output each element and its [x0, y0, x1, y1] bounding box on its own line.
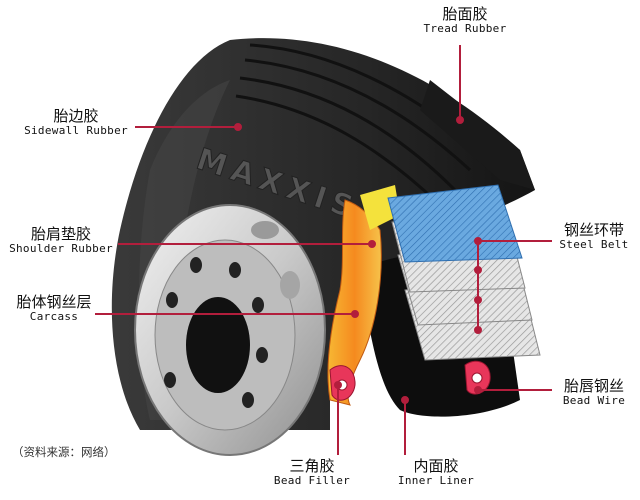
label-inner-liner-zh: 内面胶 [413, 457, 459, 475]
cross-section [327, 184, 541, 417]
label-steel-belt: 钢丝环带 Steel Belt [552, 221, 636, 252]
label-bead-wire-zh: 胎唇钢丝 [563, 377, 624, 395]
tread-blocks [420, 80, 535, 190]
shoulder-pad [360, 185, 400, 230]
label-bead-filler-en: Bead Filler [273, 474, 351, 488]
label-shoulder: 胎肩垫胶 Shoulder Rubber [2, 225, 120, 256]
label-tread-zh: 胎面胶 [442, 5, 488, 23]
label-sidewall-zh: 胎边胶 [53, 107, 99, 125]
label-steel-belt-en: Steel Belt [559, 238, 629, 252]
label-shoulder-en: Shoulder Rubber [9, 242, 113, 256]
label-carcass: 胎体钢丝层 Carcass [4, 293, 104, 324]
leader-lines [95, 45, 552, 455]
label-steel-belt-zh: 钢丝环带 [563, 221, 624, 239]
lug-holes [164, 257, 268, 408]
label-inner-liner: 内面胶 Inner Liner [386, 457, 486, 488]
wheel-rim [134, 204, 326, 456]
label-tread-en: Tread Rubber [423, 22, 507, 36]
steel-belt-layer [387, 184, 523, 263]
label-carcass-en: Carcass [29, 310, 79, 324]
label-sidewall-en: Sidewall Rubber [24, 124, 128, 138]
label-bead-wire-en: Bead Wire [562, 394, 626, 408]
label-sidewall: 胎边胶 Sidewall Rubber [16, 107, 136, 138]
label-shoulder-zh: 胎肩垫胶 [30, 225, 91, 243]
label-inner-liner-en: Inner Liner [397, 474, 475, 488]
label-bead-filler: 三角胶 Bead Filler [262, 457, 362, 488]
label-bead-filler-zh: 三角胶 [289, 457, 335, 475]
label-tread: 胎面胶 Tread Rubber [410, 5, 520, 36]
source-caption: （资料来源：网络） [12, 445, 116, 459]
label-carcass-zh: 胎体钢丝层 [16, 293, 92, 311]
label-bead-wire: 胎唇钢丝 Bead Wire [552, 377, 636, 408]
